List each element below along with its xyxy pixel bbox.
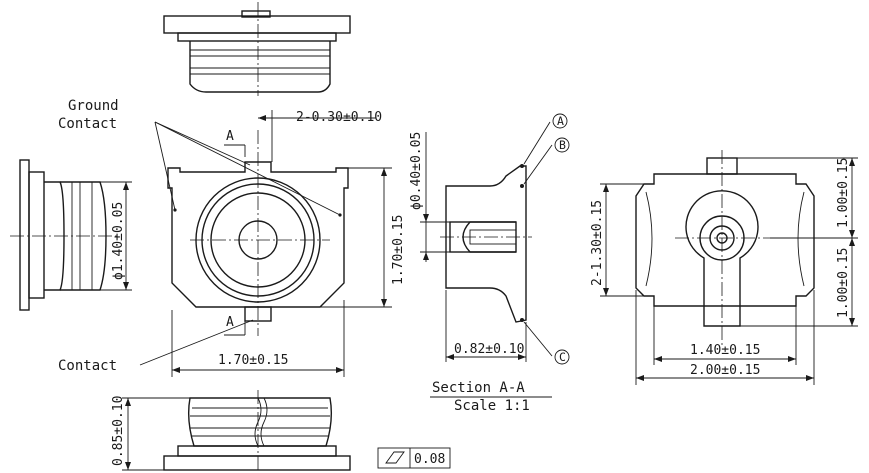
callout-c: C: [559, 350, 566, 364]
section-view: [420, 113, 570, 398]
bottom-view: [122, 390, 451, 473]
side-view: [10, 159, 132, 311]
callout-b: B: [559, 138, 566, 152]
ground-contact-label-line2: Contact: [58, 116, 117, 132]
dim-side-diameter: ϕ1.40±0.05: [111, 202, 126, 280]
contact-label: Contact: [58, 358, 117, 374]
dim-right-slot: 2-1.30±0.15: [590, 200, 605, 286]
ground-contact-label-line1: Ground: [68, 98, 119, 114]
flatness-value: 0.08: [414, 452, 445, 467]
section-title: Section A-A: [432, 380, 525, 396]
dim-right-lower: 1.00±0.15: [836, 248, 851, 318]
dim-contact-width: 2-0.30±0.10: [296, 110, 382, 125]
section-marker-bottom: A: [226, 315, 234, 330]
section-scale: Scale 1:1: [454, 398, 530, 414]
dim-bottom-height: 0.85±0.10: [111, 396, 126, 466]
top-view: [163, 2, 351, 96]
dim-front-height: 1.70±0.15: [391, 215, 406, 285]
dim-section-height: ϕ0.40±0.05: [409, 132, 424, 210]
callout-a: A: [557, 114, 564, 128]
dim-right-upper: 1.00±0.15: [836, 158, 851, 228]
right-view: [600, 150, 858, 385]
dim-right-total-width: 2.00±0.15: [690, 363, 760, 378]
dim-right-inner-width: 1.40±0.15: [690, 343, 760, 358]
dim-section-width: 0.82±0.10: [454, 342, 524, 357]
section-marker-top: A: [226, 129, 234, 144]
dim-front-width: 1.70±0.15: [218, 353, 288, 368]
front-view: A A: [139, 110, 392, 377]
